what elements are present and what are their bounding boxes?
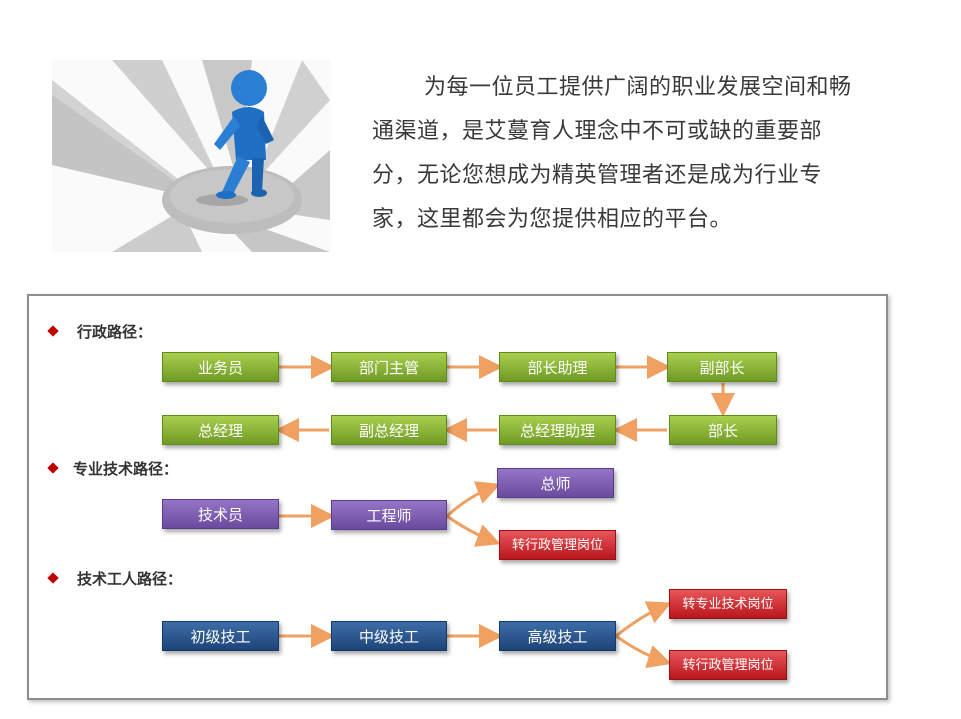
node-junior-worker: 初级技工 [162, 621, 279, 651]
arrow-engineer-to-chief [445, 481, 501, 518]
person-at-crossroads-icon [52, 60, 330, 252]
career-path-panel: 行政路径： 业务员 部门主管 部长助理 副部长 部长 总经理助理 副总经理 总经… [27, 294, 888, 700]
section-worker-title: 技术工人路径： [47, 568, 182, 589]
node-worker-to-admin-post: 转行政管理岗位 [669, 650, 787, 680]
node-gm-assistant: 总经理助理 [499, 415, 616, 445]
node-dept-head: 部门主管 [331, 352, 447, 382]
node-minister-assistant: 部长助理 [499, 352, 616, 382]
node-senior-worker: 高级技工 [499, 621, 616, 651]
diamond-bullet-icon [47, 572, 59, 584]
diamond-bullet-icon [47, 325, 59, 337]
arrow-senior-to-admin-post [615, 634, 672, 668]
node-middle-worker: 中级技工 [331, 621, 447, 651]
arrow-senior-to-tech-post [615, 601, 672, 638]
node-vice-minister: 副部长 [667, 352, 777, 382]
arrow-engineer-to-admin-post [446, 514, 501, 547]
node-technician: 技术员 [162, 499, 279, 529]
diamond-bullet-icon [47, 462, 59, 474]
node-deputy-gm: 副总经理 [331, 415, 447, 445]
intro-paragraph: 为每一位员工提供广阔的职业发展空间和畅通渠道，是艾蔓育人理念中不可或缺的重要部分… [372, 75, 852, 232]
node-engineer: 工程师 [331, 500, 447, 530]
node-worker-to-tech-post: 转专业技术岗位 [669, 589, 787, 619]
node-minister: 部长 [669, 415, 777, 445]
crossroads-illustration [52, 60, 330, 252]
section-tech-title: 专业技术路径： [47, 458, 178, 479]
node-chief-engineer: 总师 [497, 468, 614, 498]
section-admin-title: 行政路径： [47, 321, 152, 342]
path-arrows [275, 355, 735, 668]
node-salesman: 业务员 [162, 352, 279, 382]
node-gm: 总经理 [162, 415, 279, 445]
node-tech-to-admin-post: 转行政管理岗位 [499, 530, 616, 560]
